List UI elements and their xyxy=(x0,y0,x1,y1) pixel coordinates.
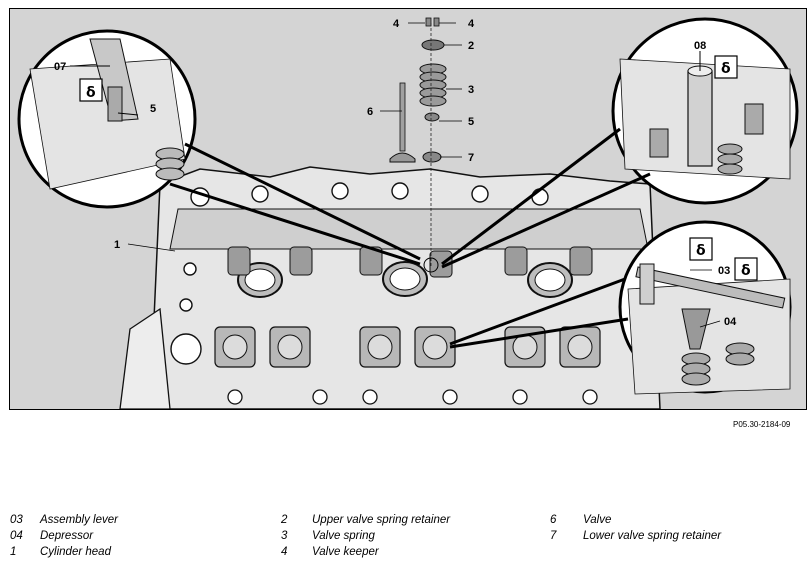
detail-circle-right-top: ẟ xyxy=(611,17,799,205)
detail-circle-left: ẟ xyxy=(17,29,197,209)
svg-text:ẟ: ẟ xyxy=(741,263,751,279)
cylinder-head xyxy=(119,166,661,409)
legend-code: 6 xyxy=(550,514,557,526)
target-valve-marker xyxy=(423,257,439,273)
callout-4-right: 4 xyxy=(468,18,475,30)
valve-parts-exploded xyxy=(389,17,447,267)
legend-code: 03 xyxy=(10,514,23,526)
legend-label: Valve keeper xyxy=(312,546,379,558)
legend-label: Upper valve spring retainer xyxy=(312,514,451,526)
callout-2: 2 xyxy=(468,40,474,52)
callout-03: 03 xyxy=(718,265,730,277)
legend-label: Valve spring xyxy=(312,530,375,542)
svg-text:ẟ: ẟ xyxy=(721,61,731,77)
legend-code: 3 xyxy=(281,530,288,542)
legend-code: 7 xyxy=(550,530,557,542)
callout-5-detail: 5 xyxy=(150,103,156,115)
callout-6: 6 xyxy=(367,106,373,118)
svg-text:ẟ: ẟ xyxy=(86,85,96,101)
legend-label: Cylinder head xyxy=(40,546,111,558)
callout-07: 07 xyxy=(54,61,66,73)
callout-5: 5 xyxy=(468,116,474,128)
legend-label: Assembly lever xyxy=(40,514,118,526)
svg-text:ẟ: ẟ xyxy=(696,243,706,259)
figure-code: P05.30-2184-09 xyxy=(733,420,791,429)
callout-7: 7 xyxy=(468,152,474,164)
legend-code: 4 xyxy=(281,546,288,558)
legend-label: Lower valve spring retainer xyxy=(583,530,722,542)
legend-code: 04 xyxy=(10,530,23,542)
legend-code: 1 xyxy=(10,546,17,558)
callout-04: 04 xyxy=(724,316,737,328)
cylinder-head-illustration: ẟ ẟ xyxy=(17,17,799,409)
callout-3: 3 xyxy=(468,84,474,96)
detail-connectors xyxy=(169,127,651,349)
callout-4-left: 4 xyxy=(393,18,400,30)
legend-code: 2 xyxy=(281,514,288,526)
legend-label: Depressor xyxy=(40,530,94,542)
detail-circle-right-bottom: ẟ ẟ xyxy=(618,220,792,395)
figure-frame: ẟ ẟ xyxy=(9,8,807,410)
legend-label: Valve xyxy=(583,514,612,526)
callout-1: 1 xyxy=(114,239,120,251)
callout-08: 08 xyxy=(694,40,706,52)
